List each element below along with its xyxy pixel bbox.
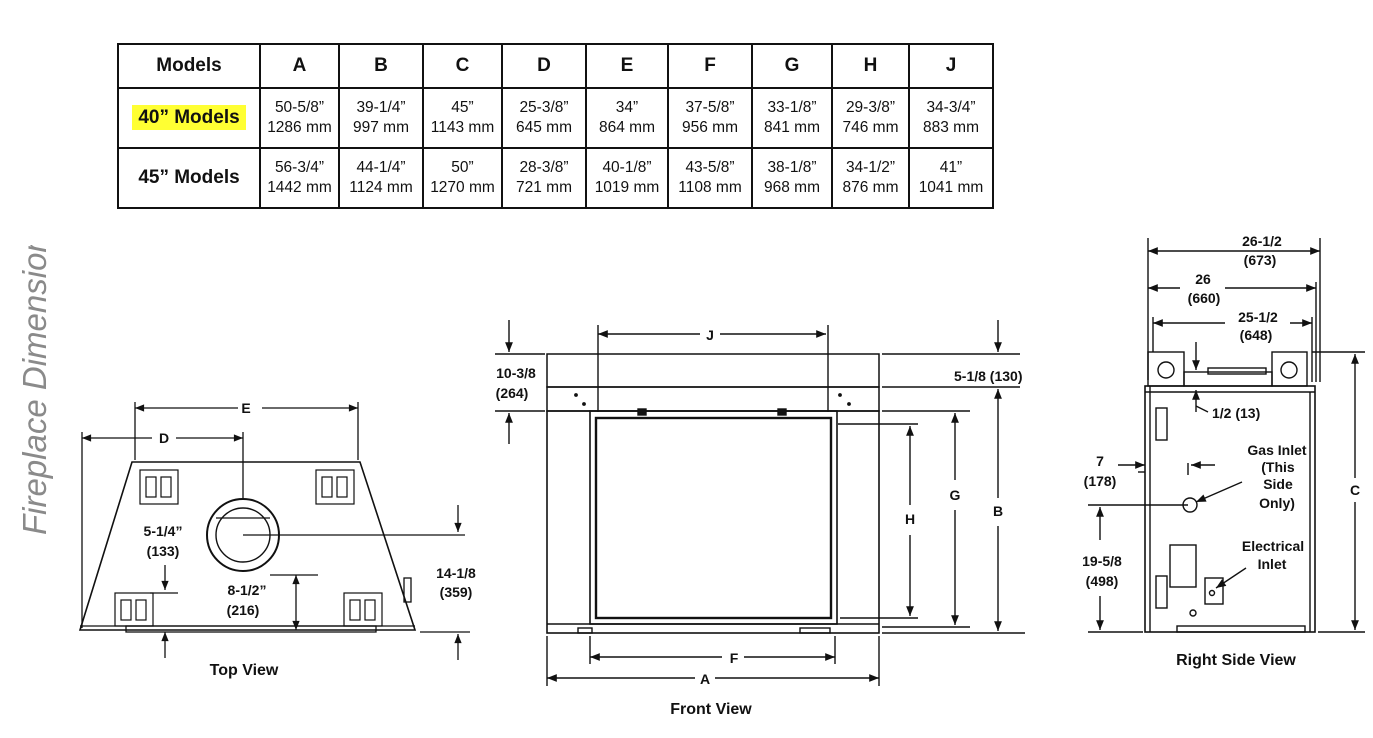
- vent-top-left: [139, 469, 179, 505]
- top-view-caption: Top View: [210, 662, 279, 679]
- label-g: G: [950, 487, 961, 503]
- label-f: F: [730, 650, 739, 666]
- dimensions-table: Models A B C D E F G H J 40” Models 50-5…: [117, 43, 994, 209]
- label-j: J: [706, 327, 714, 343]
- side-title-text: Fireplace Dimensions: [16, 245, 53, 535]
- col-header-g: G: [751, 43, 833, 89]
- table-cell: 37-5/8”956 mm: [667, 87, 753, 149]
- table-cell: 38-1/8”968 mm: [751, 147, 833, 209]
- table-cell: 28-3/8”721 mm: [501, 147, 587, 209]
- side-title: Fireplace Dimensions: [6, 218, 54, 545]
- label-e: E: [241, 400, 250, 416]
- side-view-caption: Right Side View: [1176, 652, 1296, 669]
- table-cell: 33-1/8”841 mm: [751, 87, 833, 149]
- label-gas-side: Side: [1263, 476, 1293, 492]
- label-264: (264): [496, 385, 529, 401]
- label-26: 26: [1195, 271, 1211, 287]
- table-row: 45” Models 56-3/4”1442 mm 44-1/4”1124 mm…: [117, 147, 994, 209]
- col-header-models: Models: [117, 43, 261, 89]
- label-gas-inlet: Gas Inlet: [1247, 442, 1306, 458]
- vent-top-right: [315, 469, 355, 505]
- flue-collar: [206, 498, 465, 572]
- table-cell: 44-1/4”1124 mm: [338, 147, 424, 209]
- table-cell: 45”1143 mm: [422, 87, 503, 149]
- label-673: (673): [1244, 252, 1277, 268]
- vent-bottom-left: [114, 592, 154, 627]
- label-660: (660): [1188, 290, 1221, 306]
- label-gas-this: (This: [1261, 459, 1295, 475]
- label-133: (133): [147, 543, 180, 559]
- table-cell: 40-1/8”1019 mm: [585, 147, 669, 209]
- table-cell: 34”864 mm: [585, 87, 669, 149]
- label-8-1-2: 8-1/2”: [228, 582, 267, 598]
- table-cell: 43-5/8”1108 mm: [667, 147, 753, 209]
- table-cell: 50”1270 mm: [422, 147, 503, 209]
- col-header-b: B: [338, 43, 424, 89]
- top-view-labels: E D 5-1/4” (133) 8-1/2” (216) 14-1/8 (35…: [144, 400, 477, 679]
- col-header-f: F: [667, 43, 753, 89]
- table-row: 40” Models 50-5/8”1286 mm 39-1/4”997 mm …: [117, 87, 994, 149]
- label-gas-only: Only): [1259, 495, 1295, 511]
- label-a: A: [700, 671, 710, 687]
- col-header-e: E: [585, 43, 669, 89]
- table-header-row: Models A B C D E F G H J: [117, 43, 994, 89]
- front-view-caption: Front View: [670, 701, 752, 718]
- label-648: (648): [1240, 327, 1273, 343]
- label-26-1-2: 26-1/2: [1242, 233, 1282, 249]
- side-view: [1088, 238, 1365, 633]
- label-10-3-8: 10-3/8: [496, 365, 536, 381]
- col-header-j: J: [908, 43, 994, 89]
- label-1-2: 1/2 (13): [1212, 405, 1260, 421]
- label-electrical: Electrical: [1242, 538, 1304, 554]
- table-cell: 34-3/4”883 mm: [908, 87, 994, 149]
- table-cell: 25-3/8”645 mm: [501, 87, 587, 149]
- label-14-1-8: 14-1/8: [436, 565, 476, 581]
- table-cell: 41”1041 mm: [908, 147, 994, 209]
- row-header-40: 40” Models: [117, 87, 261, 149]
- label-d: D: [159, 430, 169, 446]
- top-view: [78, 402, 470, 660]
- front-view: [495, 320, 1025, 686]
- table-cell: 29-3/8”746 mm: [831, 87, 910, 149]
- label-b: B: [993, 503, 1003, 519]
- front-view-labels: J A F H G B 10-3/8 (264) 5-1/8 (130) Fro…: [496, 327, 1023, 718]
- col-header-c: C: [422, 43, 503, 89]
- label-359: (359): [440, 584, 473, 600]
- table-cell: 50-5/8”1286 mm: [259, 87, 340, 149]
- col-header-h: H: [831, 43, 910, 89]
- label-498: (498): [1086, 573, 1119, 589]
- label-25-1-2: 25-1/2: [1238, 309, 1278, 325]
- label-178: (178): [1084, 473, 1117, 489]
- label-7: 7: [1096, 453, 1104, 469]
- table-cell: 39-1/4”997 mm: [338, 87, 424, 149]
- label-electrical-inlet: Inlet: [1258, 556, 1287, 572]
- col-header-a: A: [259, 43, 340, 89]
- label-19-5-8: 19-5/8: [1082, 553, 1122, 569]
- highlighted-model-label: 40” Models: [132, 105, 246, 130]
- label-c: C: [1350, 482, 1360, 498]
- vent-bottom-right: [343, 592, 383, 627]
- col-header-d: D: [501, 43, 587, 89]
- label-5-1-8: 5-1/8 (130): [954, 368, 1022, 384]
- side-view-labels: 26-1/2 (673) 26 (660) 25-1/2 (648) 1/2 (…: [1082, 233, 1360, 669]
- label-216: (216): [227, 602, 260, 618]
- label-h: H: [905, 511, 915, 527]
- row-header-45: 45” Models: [117, 147, 261, 209]
- label-5-1-4: 5-1/4”: [144, 523, 183, 539]
- table-cell: 56-3/4”1442 mm: [259, 147, 340, 209]
- table-cell: 34-1/2”876 mm: [831, 147, 910, 209]
